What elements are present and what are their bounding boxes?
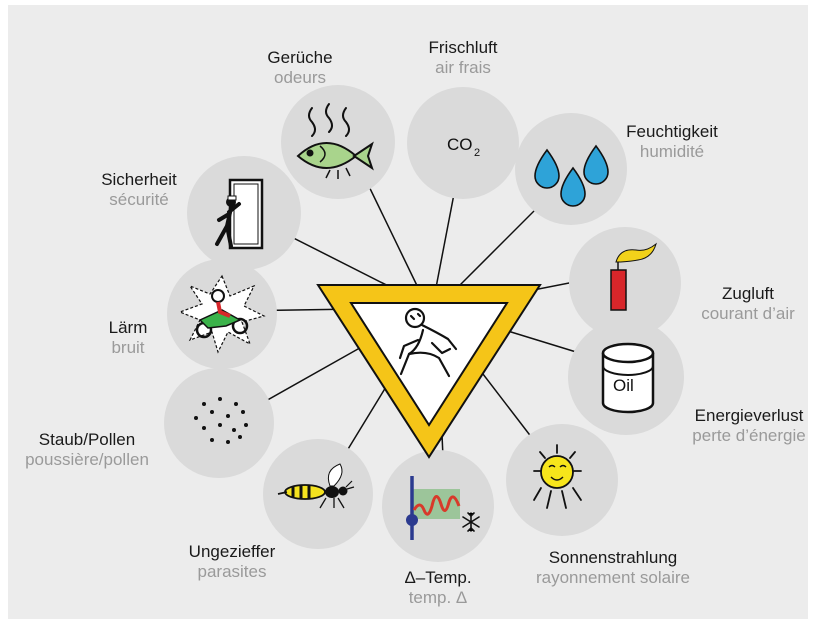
burglar-window-icon [215,178,264,250]
circle-odors [281,85,395,199]
label-temp: Δ–Temp. temp. Δ [383,568,493,608]
circle-fresh-air [407,87,519,199]
motorcycle-noise-icon [178,274,266,354]
label-energy: Energieverlust perte d’énergie [683,406,815,446]
label-dust-de: Staub/Pollen [38,430,136,449]
co2-icon: CO 2 [447,135,480,159]
label-draft: Zugluft courant d’air [688,284,808,324]
sun-icon [533,444,582,509]
label-pests-fr: parasites [197,562,267,582]
label-noise-de: Lärm [108,318,148,337]
temperature-icon [406,476,480,540]
label-dust: Staub/Pollen poussière/pollen [12,430,162,470]
label-draft-de: Zugluft [722,284,774,303]
label-pests: Ungezieffer parasites [172,542,292,582]
label-solar-fr: rayonnement solaire [535,568,691,588]
fish-smell-icon [296,103,374,179]
svg-text:2: 2 [474,147,480,159]
label-draft-fr: courant d’air [701,304,795,324]
label-humidity-de: Feuchtigkeit [626,122,718,141]
label-fresh-air-de: Frischluft [428,38,498,57]
svg-text:Oil: Oil [613,376,634,395]
warning-triangle-person-icon [316,284,542,459]
label-solar-de: Sonnenstrahlung [548,548,678,567]
circle-humidity [515,113,627,225]
label-security-de: Sicherheit [101,170,177,189]
candle-flame-icon [610,242,657,311]
label-humidity: Feuchtigkeit humidité [611,122,733,162]
label-noise-fr: bruit [111,338,145,358]
label-temp-fr: temp. Δ [408,588,468,608]
label-dust-fr: poussière/pollen [25,450,149,470]
circle-dust [164,368,274,478]
label-noise: Lärm bruit [96,318,160,358]
label-fresh-air-fr: air frais [435,58,491,78]
label-humidity-fr: humidité [639,142,705,162]
dust-particles-icon [194,397,248,444]
label-energy-fr: perte d’énergie [692,426,806,446]
label-security-fr: sécurité [109,190,169,210]
label-pests-de: Ungezieffer [188,542,276,561]
label-temp-de: Δ–Temp. [404,568,472,587]
wasp-icon [277,463,355,509]
label-energy-de: Energieverlust [694,406,804,425]
label-odors-fr: odeurs [274,68,326,88]
label-fresh-air: Frischluft air frais [408,38,518,78]
water-drops-icon [534,144,609,207]
label-security: Sicherheit sécurité [84,170,194,210]
label-odors-de: Gerüche [267,48,333,67]
oil-barrel-icon: Oil [601,342,655,414]
label-odors: Gerüche odeurs [245,48,355,88]
svg-text:CO: CO [447,135,473,154]
label-solar: Sonnenstrahlung rayonnement solaire [518,548,708,588]
